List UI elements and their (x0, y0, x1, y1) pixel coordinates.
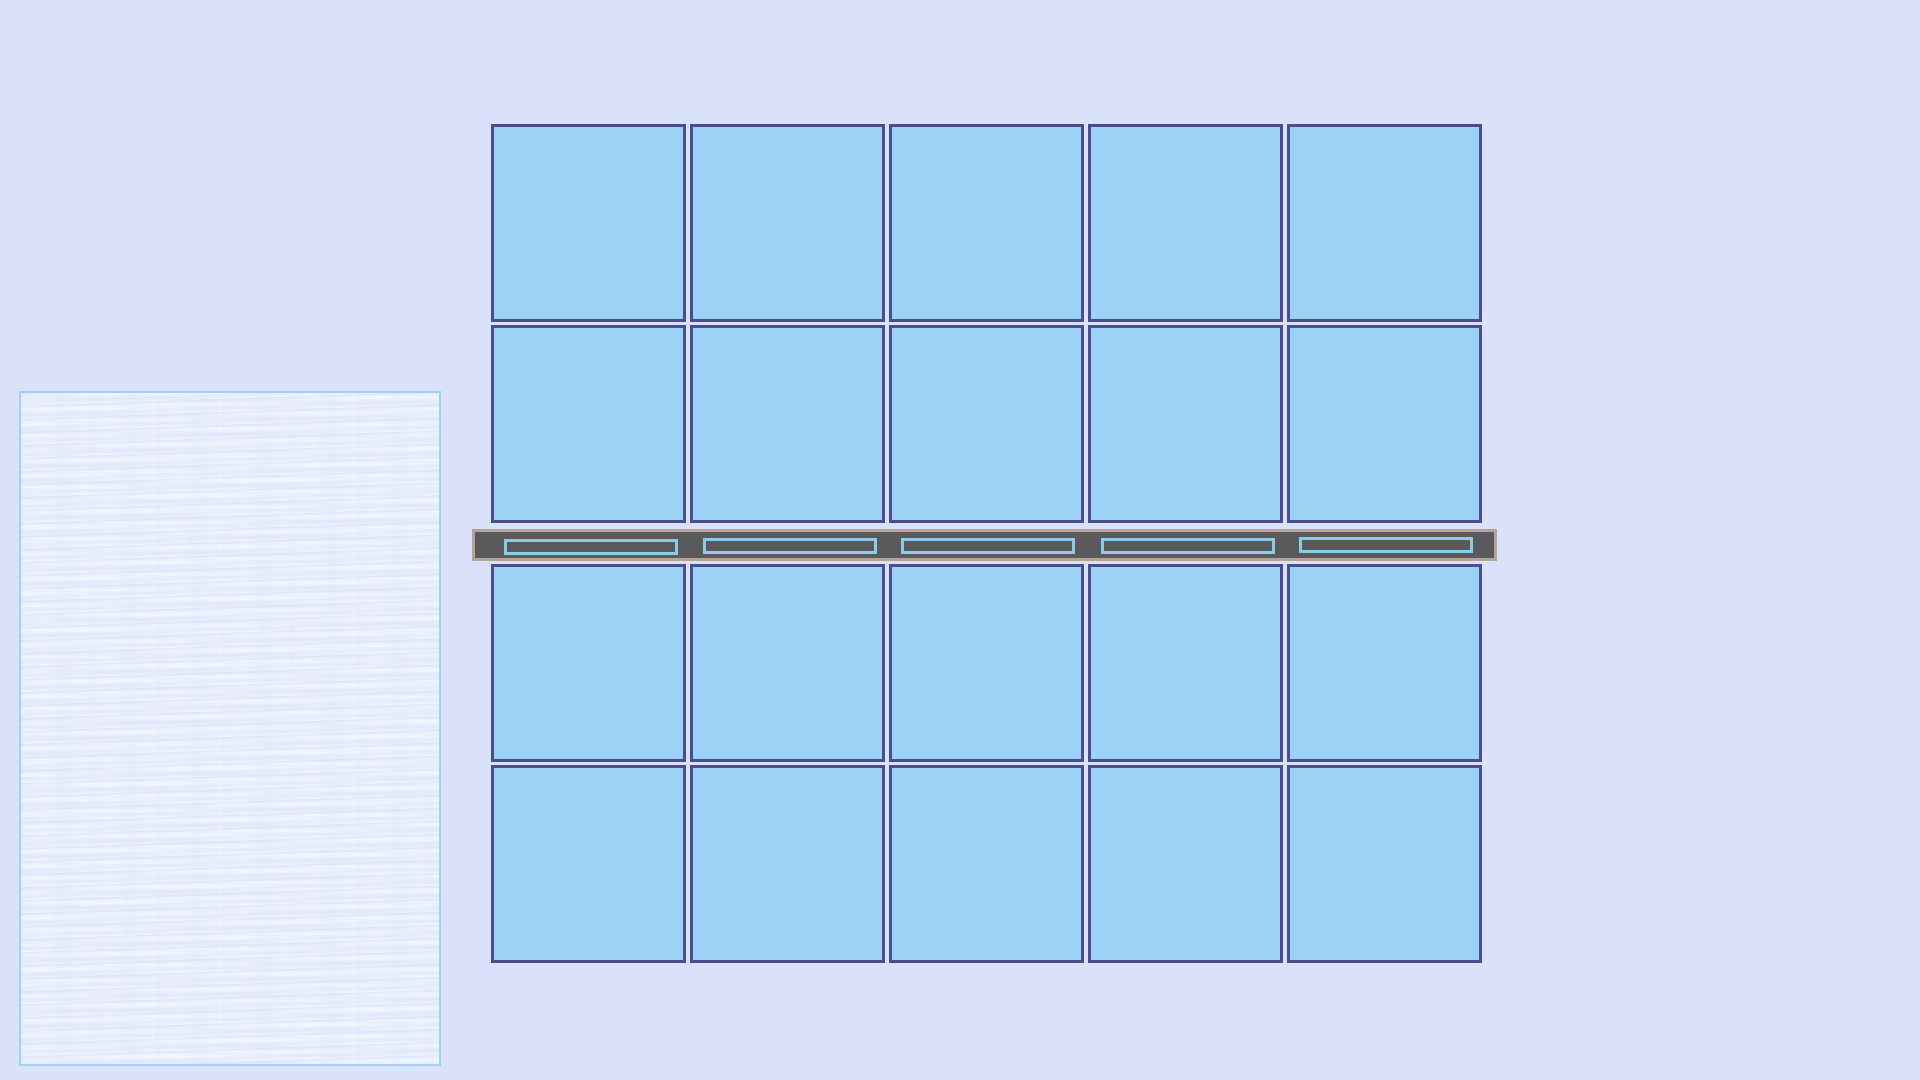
grid-slot[interactable] (690, 765, 885, 963)
grid-slot[interactable] (491, 765, 686, 963)
grid-slot[interactable] (1088, 765, 1283, 963)
grid-slot[interactable] (491, 124, 686, 322)
bar-slot[interactable] (901, 538, 1075, 554)
grid-slot[interactable] (690, 564, 885, 762)
grid-slot[interactable] (889, 765, 1084, 963)
grid-slot[interactable] (1088, 325, 1283, 523)
grid-slot[interactable] (690, 124, 885, 322)
grid-slot[interactable] (491, 325, 686, 523)
side-panel (19, 391, 441, 1066)
bar-slot[interactable] (1299, 537, 1473, 553)
bar-slot[interactable] (504, 539, 678, 555)
grid-slot[interactable] (889, 564, 1084, 762)
grid-slot[interactable] (889, 325, 1084, 523)
bar-slot[interactable] (1101, 538, 1275, 554)
bar-slot[interactable] (703, 538, 877, 554)
grid-slot[interactable] (1088, 564, 1283, 762)
grid-slot[interactable] (1287, 124, 1482, 322)
grid-slot[interactable] (491, 564, 686, 762)
divider-bar (472, 529, 1497, 561)
grid-slot[interactable] (889, 124, 1084, 322)
grid-slot[interactable] (690, 325, 885, 523)
grid-slot[interactable] (1287, 564, 1482, 762)
grid-slot[interactable] (1287, 325, 1482, 523)
grid-slot[interactable] (1088, 124, 1283, 322)
grid-slot[interactable] (1287, 765, 1482, 963)
bottom-grid (491, 564, 1482, 963)
top-grid (491, 124, 1482, 523)
